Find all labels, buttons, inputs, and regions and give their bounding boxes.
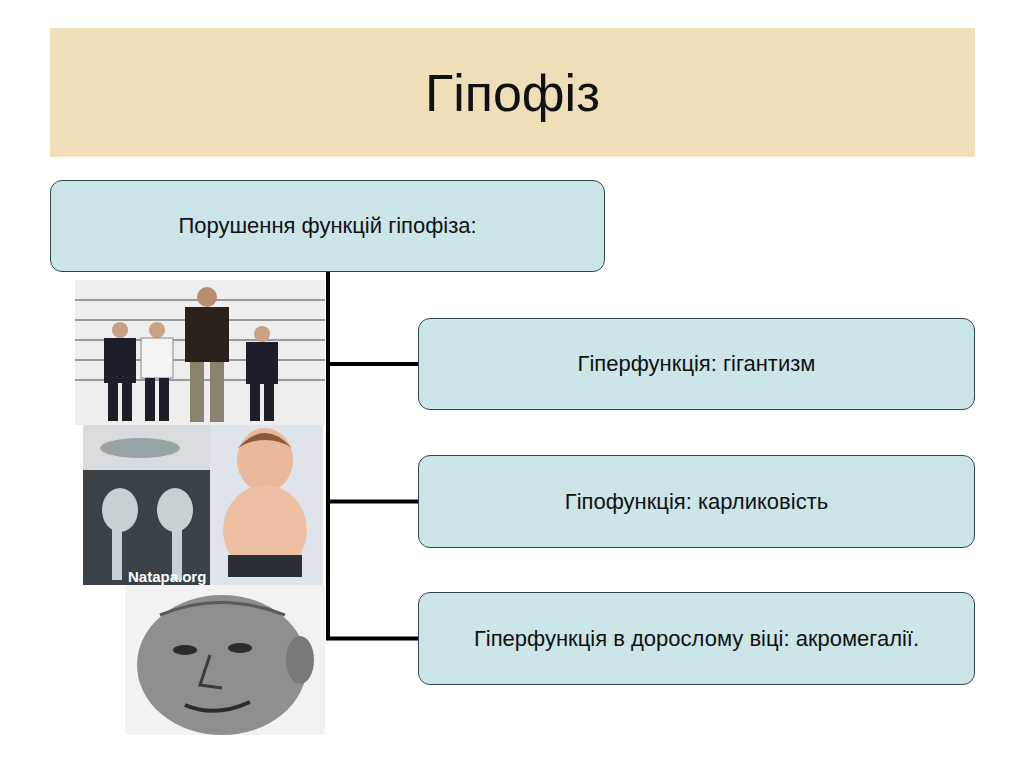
xray-image: [83, 470, 210, 585]
xray-small: [83, 425, 210, 470]
process-box: Гіперфункція: гігантизм: [418, 318, 975, 410]
process-box: Гіперфункція в дорослому віці: акромегал…: [418, 592, 975, 685]
box-text: Порушення функцій гіпофіза:: [178, 211, 476, 241]
face-photo: [125, 585, 325, 735]
connector-line: [328, 272, 418, 502]
box-text: Гіперфункція: гігантизм: [578, 349, 816, 379]
face: [137, 595, 314, 735]
root-box: Порушення функцій гіпофіза:: [50, 180, 605, 272]
bones: [102, 488, 193, 580]
watermark: Natapa.org: [128, 568, 206, 585]
child-photo: [210, 425, 323, 585]
slide-title: Гіпофіз: [50, 28, 975, 157]
title-text: Гіпофіз: [425, 63, 600, 123]
connector-line: [328, 272, 418, 639]
child-figure: [223, 428, 307, 577]
connector-line: [328, 272, 418, 364]
person-figures: [104, 287, 278, 422]
box-text: Гіпофункція: карликовість: [565, 487, 828, 517]
process-box: Гіпофункція: карликовість: [418, 455, 975, 548]
box-text: Гіперфункція в дорослому віці: акромегал…: [474, 624, 919, 654]
photo-frame: [75, 280, 325, 425]
